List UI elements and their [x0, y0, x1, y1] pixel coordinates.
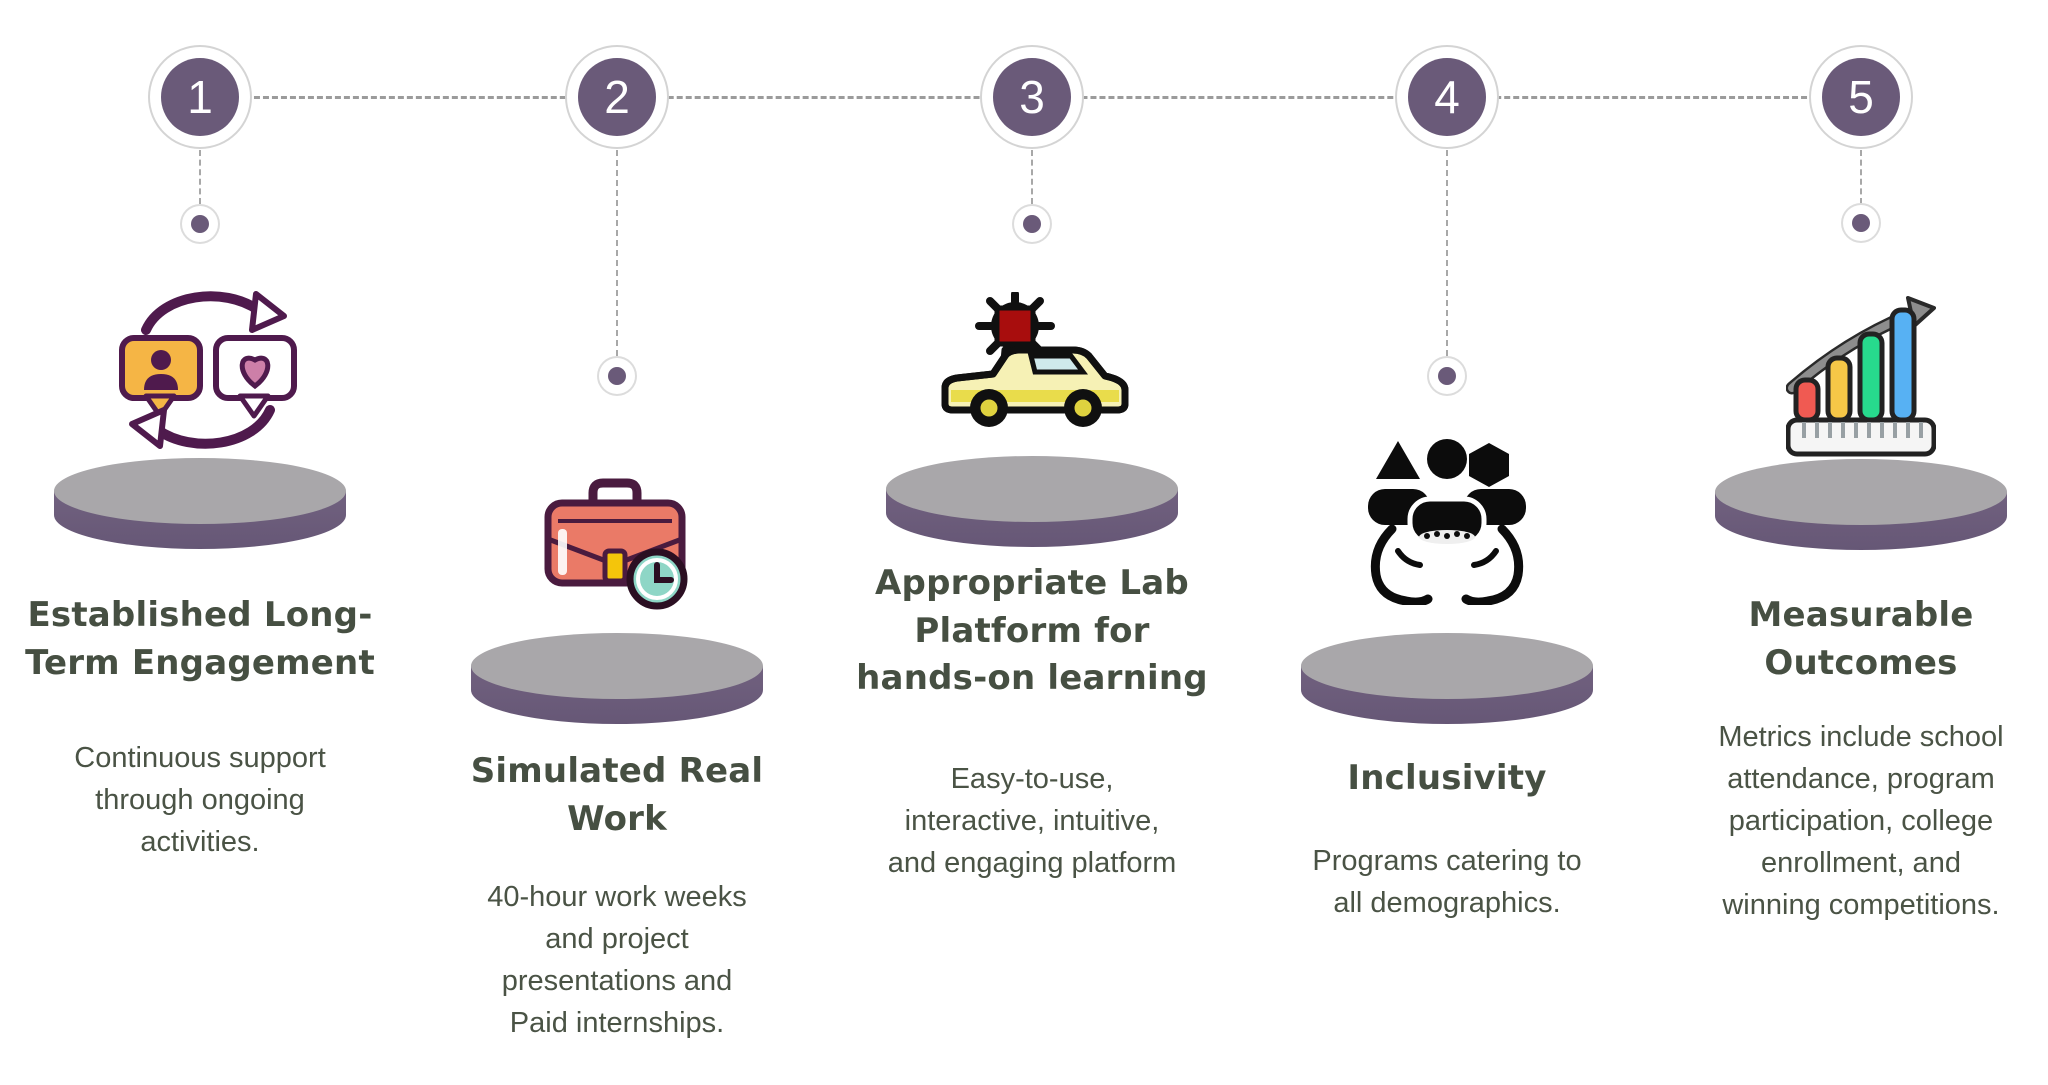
briefcase-clock-icon: [540, 463, 690, 618]
step-description: Easy-to-use, interactive, intuitive, and…: [887, 763, 1177, 880]
podium-pedestal: [883, 453, 1181, 553]
step-title: Established Long- Term Engagement: [25, 595, 375, 683]
step-number: 3: [993, 58, 1071, 136]
step-number-badge: 2: [567, 47, 667, 147]
step-title: Measurable Outcomes: [1748, 595, 1974, 683]
connector-dot-center: [1023, 215, 1041, 233]
step-description: Programs catering to all demographics.: [1312, 845, 1582, 920]
podium-pedestal: [468, 630, 766, 730]
step-number-badge: 3: [982, 47, 1082, 147]
podium-pedestal: [1712, 456, 2010, 556]
step-title: Appropriate Lab Platform for hands-on le…: [856, 563, 1208, 699]
connector-dot: [182, 206, 218, 242]
step-description: Continuous support through ongoing activ…: [74, 742, 326, 859]
connector-dot: [599, 358, 635, 394]
growth-chart-ruler-icon: [1785, 296, 1937, 463]
vertical-connector-line: [1446, 150, 1448, 356]
step-number: 2: [578, 58, 656, 136]
connector-dot: [1014, 206, 1050, 242]
step-number: 1: [161, 58, 239, 136]
connector-dot-center: [1852, 214, 1870, 232]
connector-dot-center: [191, 215, 209, 233]
step-title: Simulated Real Work: [470, 751, 764, 839]
step-number: 5: [1822, 58, 1900, 136]
podium-pedestal: [51, 455, 349, 555]
connector-dot: [1843, 205, 1879, 241]
step-title: Inclusivity: [1347, 758, 1547, 798]
inclusivity-people-hands-icon: [1362, 433, 1532, 610]
connector-dot: [1429, 358, 1465, 394]
vertical-connector-line: [1031, 150, 1033, 204]
step-number-badge: 1: [150, 47, 250, 147]
connector-dot-center: [608, 367, 626, 385]
podium-pedestal: [1298, 630, 1596, 730]
step-description: Metrics include school attendance, progr…: [1718, 721, 2004, 922]
vertical-connector-line: [1860, 150, 1862, 204]
smart-car-icon: [935, 290, 1135, 447]
engagement-cycle-icon: [118, 280, 298, 465]
step-number-badge: 5: [1811, 47, 1911, 147]
step-number-badge: 4: [1397, 47, 1497, 147]
step-description: 40-hour work weeks and project presentat…: [487, 881, 747, 1040]
vertical-connector-line: [199, 150, 201, 204]
connector-dot-center: [1438, 367, 1456, 385]
vertical-connector-line: [616, 150, 618, 356]
step-number: 4: [1408, 58, 1486, 136]
